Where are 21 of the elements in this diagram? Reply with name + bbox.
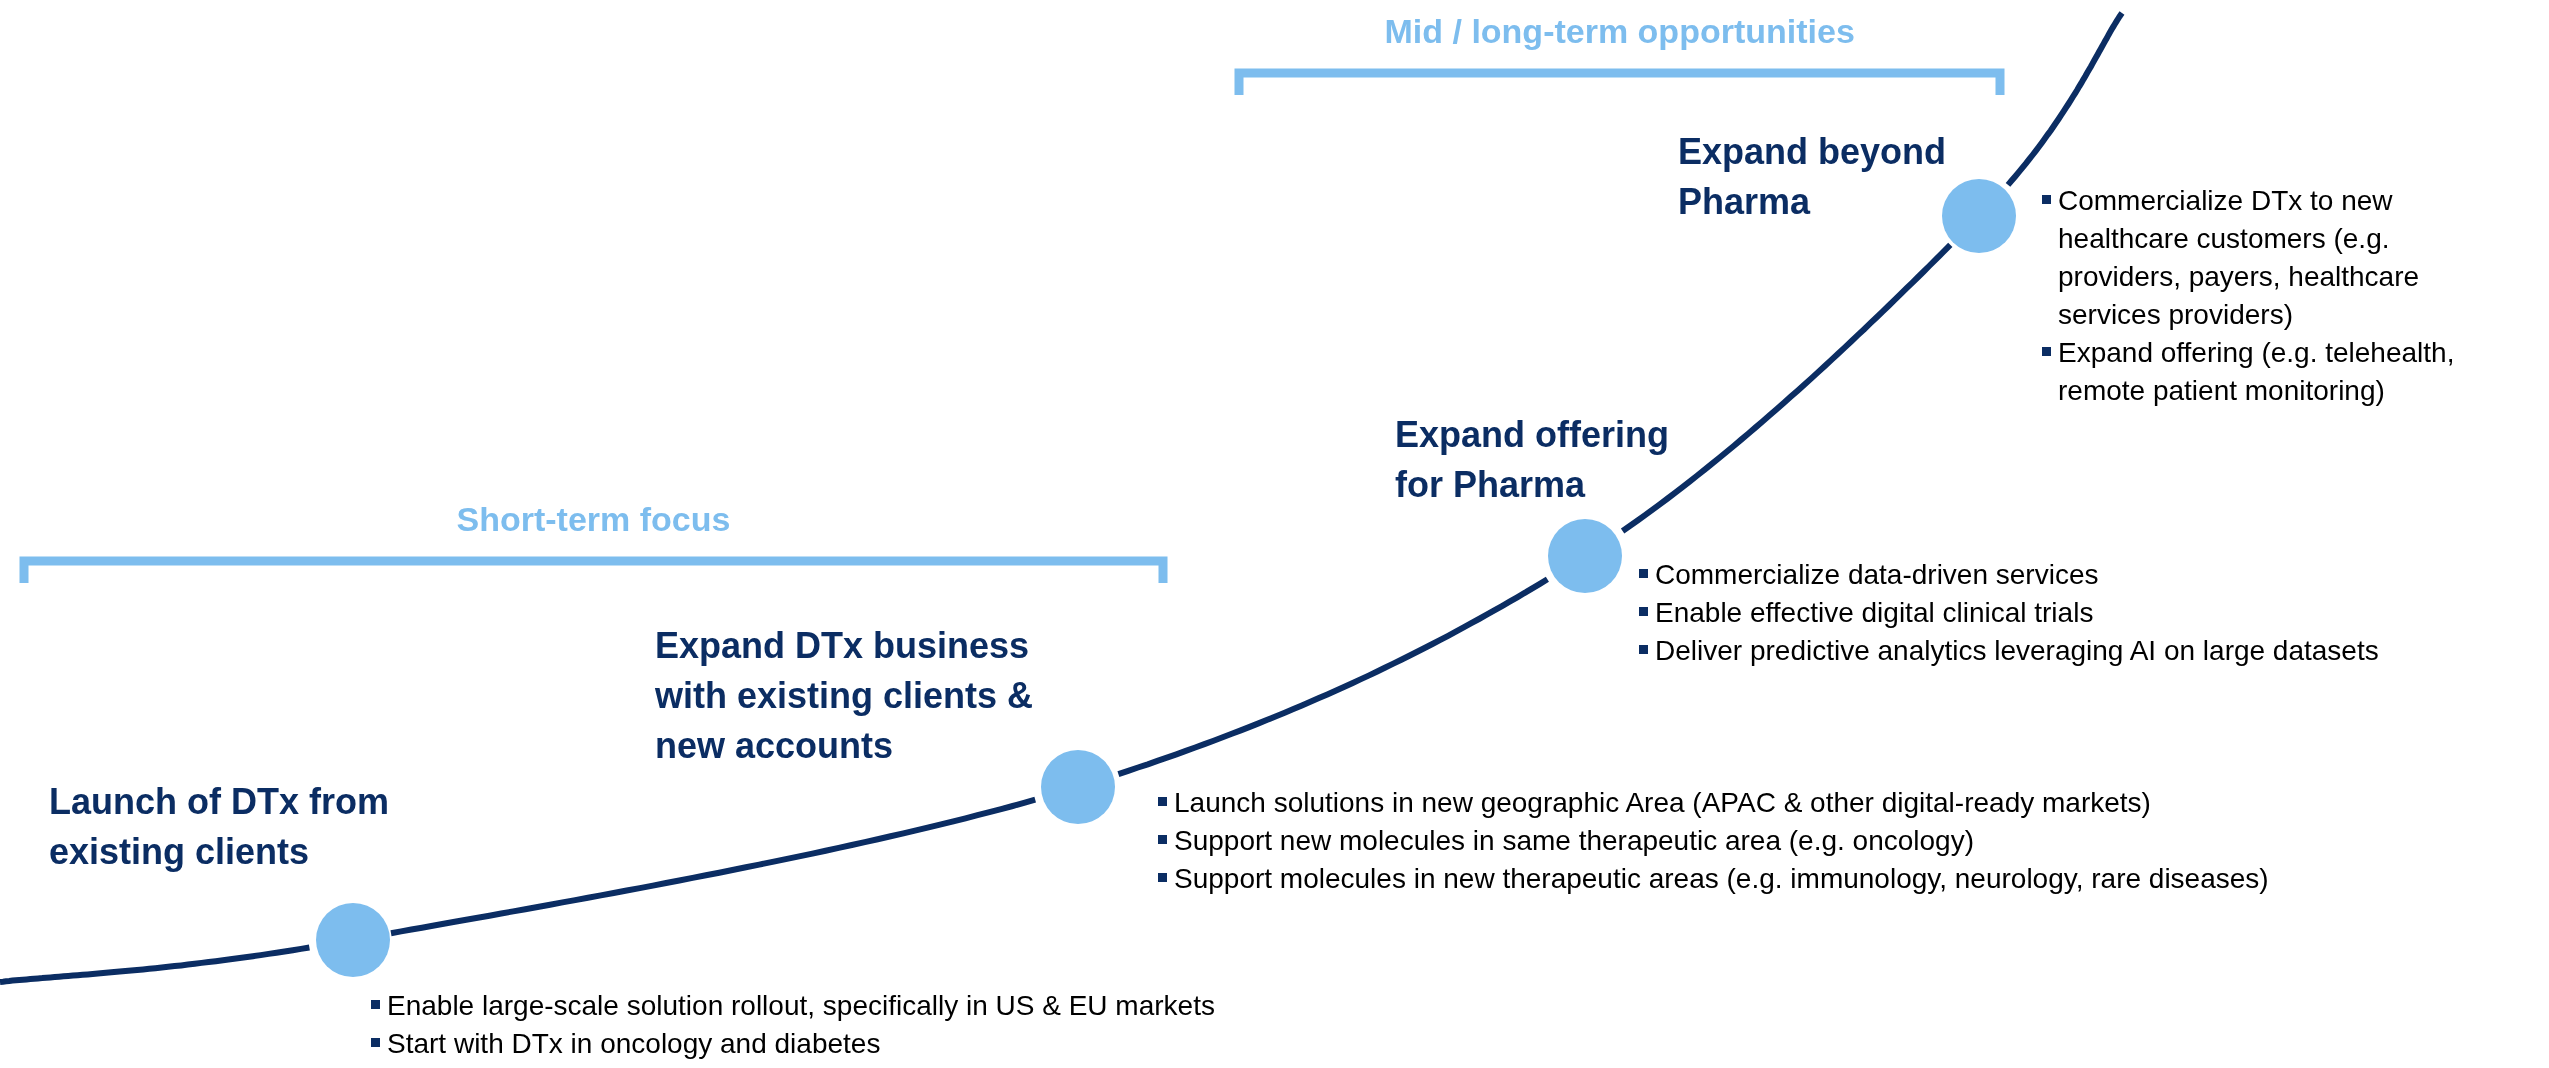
bullet-text: Enable large-scale solution rollout, specifically in US & EU markets bbox=[371, 987, 1471, 1025]
curve-line bbox=[0, 944, 310, 985]
curve-line bbox=[1117, 576, 1549, 777]
curve-line bbox=[1620, 242, 1953, 534]
milestone-heading: Expand DTx business with existing clients & new accounts bbox=[655, 624, 1035, 768]
curve-line bbox=[390, 796, 1036, 937]
milestone-heading: Expand offering for Pharma bbox=[1395, 413, 1670, 507]
bullet-text: Enable effective digital clinical trials bbox=[1639, 594, 2549, 632]
bullet-text: Commercialize DTx to new healthcare customers (e.g. providers, payers, healthcare services providers) bbox=[2042, 182, 2497, 334]
bullet-text: Deliver predictive analytics leveraging AI on large datasets bbox=[1639, 632, 2549, 670]
milestone-heading: Expand beyond Pharma bbox=[1678, 130, 1948, 224]
curve-line bbox=[2005, 11, 2125, 187]
phase-label: Short-term focus bbox=[456, 500, 731, 539]
bullet-text: Support new molecules in same therapeutic area (e.g. oncology) bbox=[1158, 822, 2549, 860]
milestone-heading: Launch of DTx from existing clients bbox=[49, 780, 389, 874]
bullet-text: Commercialize data-driven services bbox=[1639, 556, 2549, 594]
bullet-text: Support molecules in new therapeutic areas (e.g. immunology, neurology, rare diseases) bbox=[1158, 860, 2549, 898]
bullet-text: Start with DTx in oncology and diabetes bbox=[371, 1025, 1471, 1063]
bullet-text: Expand offering (e.g. telehealth, remote patient monitoring) bbox=[2042, 334, 2497, 410]
phase-label: Mid / long-term opportunities bbox=[1384, 12, 1855, 51]
bullet-text: Launch solutions in new geographic Area (APAC & other digital-ready markets) bbox=[1158, 784, 2549, 822]
